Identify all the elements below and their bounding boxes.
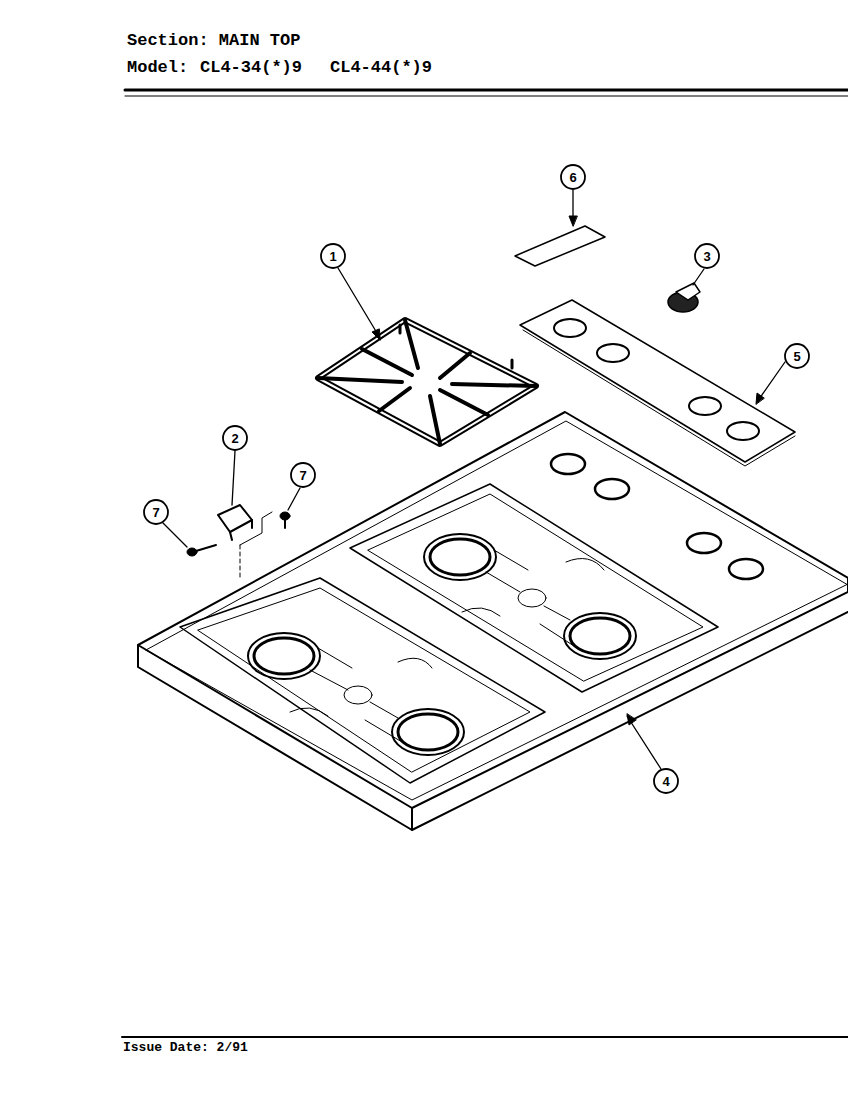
model-number: CL4-44(*)9 (330, 59, 432, 76)
callout-number: 4 (662, 775, 669, 788)
callout-number: 7 (299, 469, 306, 482)
callout-number: 3 (703, 250, 710, 263)
callout-number: 1 (329, 250, 336, 263)
model-number: CL4-34(*)9 (200, 59, 302, 76)
callout-number: 2 (231, 432, 238, 445)
callout-number: 7 (152, 506, 159, 519)
callout-number: 6 (569, 171, 576, 184)
callout-number: 5 (793, 350, 800, 363)
issue-date: Issue Date: 2/91 (123, 1041, 248, 1054)
model-label: Model: (127, 59, 188, 76)
section-title: Section: MAIN TOP (127, 32, 300, 49)
